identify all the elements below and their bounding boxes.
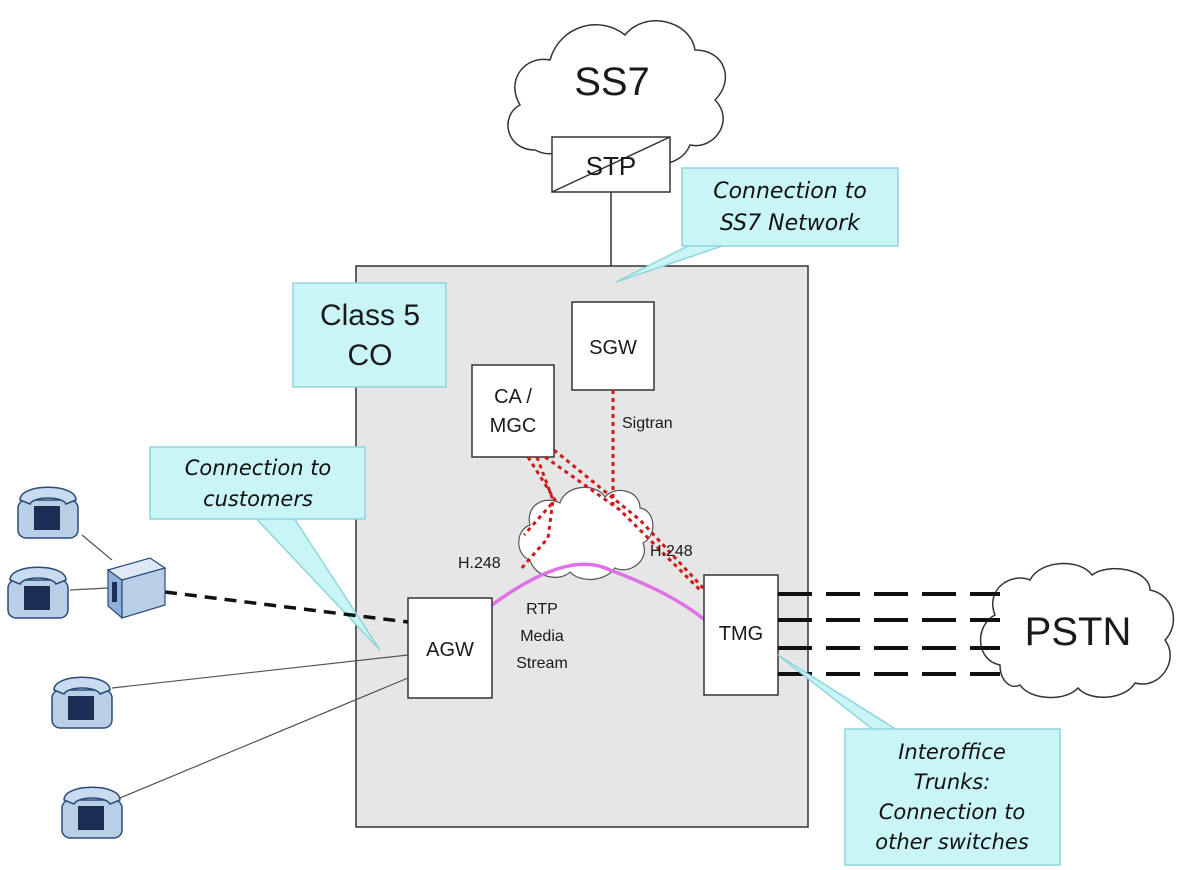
ca-to-agw-line	[522, 456, 557, 536]
ca-label-line2: MGC	[490, 415, 537, 437]
sigtran-label: Sigtran	[622, 415, 673, 432]
callout-trunks-line3: Connection to	[879, 800, 1026, 824]
ss7-cloud: SS7	[507, 20, 726, 166]
callout-ss7-connection: Connection to SS7 Network	[615, 167, 899, 283]
stp-node[interactable]: STP	[551, 136, 671, 193]
ca-mgc-node[interactable]: CA / MGC	[471, 364, 555, 458]
sgw-label: SGW	[589, 337, 637, 359]
phone-to-concentrator-line	[69, 587, 109, 591]
callout-ss7-line1: Connection to	[713, 179, 867, 204]
callout-trunks-line4: other switches	[875, 830, 1029, 854]
ca-label-line1: CA /	[494, 386, 532, 408]
agw-label: AGW	[426, 639, 474, 661]
tmg-label: TMG	[719, 623, 763, 645]
callout-customers: Connection to customers	[149, 446, 381, 651]
callout-trunks-line1: Interoffice	[898, 740, 1006, 764]
phone-to-agw-line	[111, 654, 409, 689]
callout-customers-line1: Connection to	[185, 456, 332, 480]
agw-node[interactable]: AGW	[407, 597, 493, 699]
callout-customers-line2: customers	[203, 487, 313, 511]
rtp-media-stream	[490, 562, 707, 622]
ca-to-cloud-left	[518, 456, 555, 571]
rtp-label-line2: Media	[520, 628, 564, 645]
rtp-label-line1: RTP	[526, 601, 558, 618]
h248-left-label: H.248	[458, 555, 501, 572]
pstn-cloud: PSTN	[979, 562, 1175, 699]
co-label-line2: CO	[348, 339, 393, 372]
phone-to-agw-line	[119, 677, 409, 799]
concentrator-icon	[106, 557, 167, 620]
co-label-line1: Class 5	[320, 299, 420, 332]
phone-icon	[51, 676, 113, 729]
pstn-label: PSTN	[1025, 610, 1132, 654]
customer-lines	[69, 534, 409, 799]
callout-trunks-line2: Trunks:	[914, 770, 991, 794]
tmg-node[interactable]: TMG	[703, 574, 779, 696]
ca-to-tmg-line1	[544, 455, 702, 592]
stp-label: STP	[586, 151, 637, 181]
phone-to-concentrator-line	[81, 534, 113, 561]
ss7-label: SS7	[574, 60, 650, 104]
co-label-box: Class 5 CO	[292, 282, 447, 388]
rtp-label-line3: Stream	[516, 655, 568, 672]
phone-icon	[7, 566, 69, 619]
phone-icon	[61, 786, 123, 839]
callout-trunks: Interoffice Trunks: Connection to other …	[777, 654, 1061, 866]
h248-right-label: H.248	[650, 543, 693, 560]
sgw-node[interactable]: SGW	[571, 301, 655, 391]
phone-icon	[17, 486, 79, 539]
callout-ss7-line2: SS7 Network	[720, 211, 861, 236]
interoffice-trunks	[778, 592, 1000, 676]
signaling-links	[518, 390, 707, 592]
concentrator-to-agw-line	[164, 590, 409, 624]
